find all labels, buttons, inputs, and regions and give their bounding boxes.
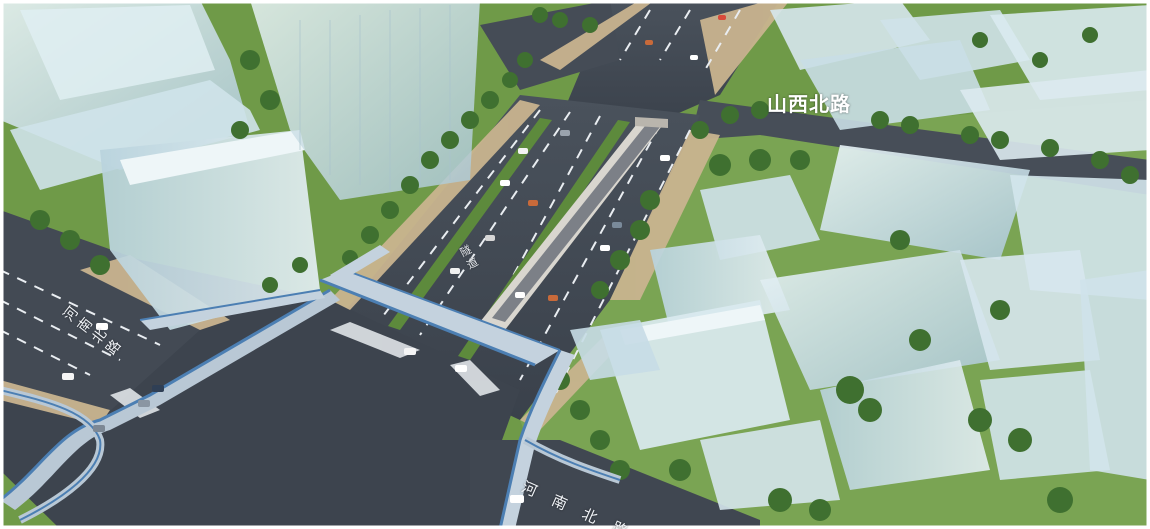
pedestrian-bridge [0,245,622,529]
underpass-tunnel [480,117,668,330]
vehicles [62,15,726,503]
trees [30,7,1139,521]
lane-markings [0,9,741,396]
